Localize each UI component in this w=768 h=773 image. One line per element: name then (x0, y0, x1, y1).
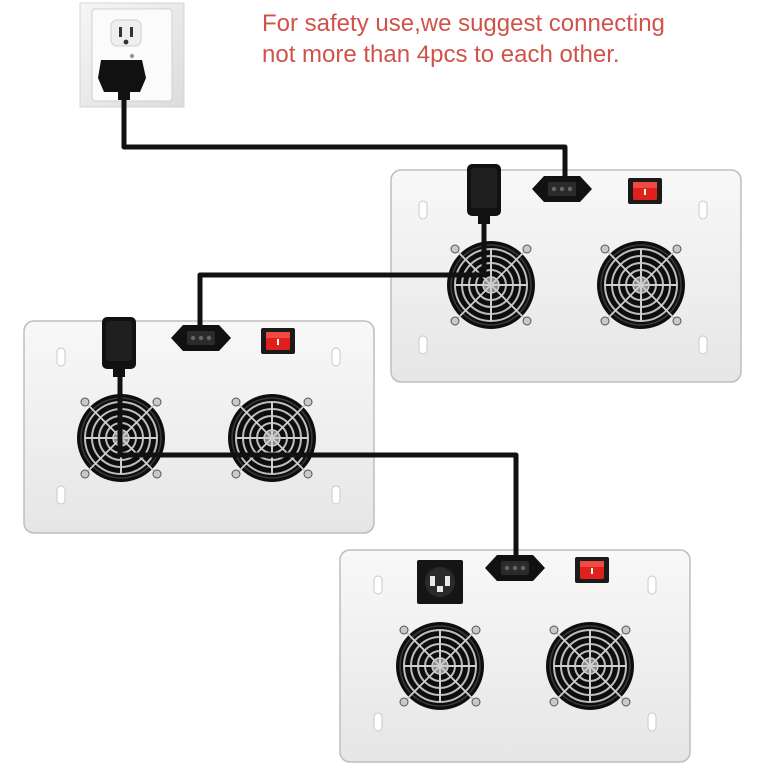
cooling-fan-icon (545, 621, 635, 711)
light-panel-3 (339, 549, 691, 763)
wall-plug-icon (98, 60, 146, 100)
cooling-fan-icon (227, 393, 317, 483)
power-cords (117, 98, 568, 560)
cooling-fan-icon (446, 240, 536, 330)
power-switch-icon (261, 328, 295, 354)
safety-notice-line-2: not more than 4pcs to each other. (262, 41, 620, 68)
cord-panel-2-to-panel-3 (117, 372, 519, 560)
power-plug-icon (467, 164, 501, 224)
power-switch-icon (575, 557, 609, 583)
cord-panel-1-to-panel-2 (197, 212, 487, 330)
cord-wall-to-panel-1 (121, 98, 568, 178)
cooling-fan-icon (395, 621, 485, 711)
safety-notice: For safety use,we suggest connecting not… (262, 8, 762, 70)
cooling-fan-icon (596, 240, 686, 330)
power-switch-icon (628, 178, 662, 204)
power-inlet-icon (532, 176, 592, 202)
universal-socket-icon (417, 560, 463, 604)
power-plug-icon (102, 317, 136, 377)
light-panel-2 (23, 320, 375, 534)
safety-notice-line-1: For safety use,we suggest connecting (262, 10, 665, 37)
